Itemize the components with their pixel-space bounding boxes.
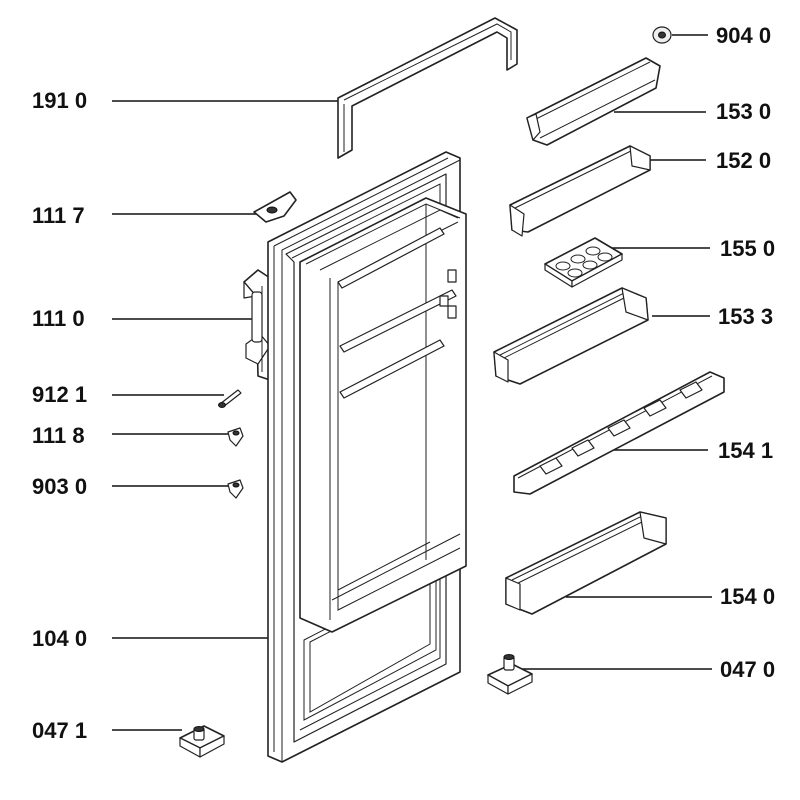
top-trim-gasket [337, 17, 518, 159]
label-153-0: 153 0 [716, 99, 771, 124]
nut-904-0 [652, 26, 672, 44]
label-191-0: 191 0 [32, 88, 87, 113]
label-111-0: 111 0 [32, 306, 85, 331]
label-152-0: 152 0 [716, 148, 771, 173]
label-904-0: 904 0 [716, 23, 771, 48]
clip-111-8 [227, 427, 244, 447]
label-153-3: 153 3 [718, 304, 773, 329]
hinge-047-1 [179, 725, 225, 758]
screw-912-1 [218, 389, 242, 408]
label-047-0: 047 0 [720, 657, 775, 682]
label-903-0: 903 0 [32, 474, 87, 499]
lid-tray-153-0 [526, 57, 661, 146]
shelf-152-0 [509, 145, 651, 237]
shelf-153-3 [493, 287, 649, 385]
label-047-1: 047 1 [32, 718, 87, 743]
door-104-0 [267, 151, 467, 763]
clip-903-0 [227, 479, 244, 499]
label-154-0: 154 0 [720, 584, 775, 609]
leader-lines [112, 34, 712, 731]
label-155-0: 155 0 [720, 236, 775, 261]
rack-154-1 [513, 371, 725, 495]
label-111-7: 111 7 [32, 203, 85, 228]
label-154-1: 154 1 [718, 438, 773, 463]
handle-cap-111-7 [253, 191, 297, 223]
hinge-047-0 [487, 654, 533, 695]
handle-111-0 [243, 269, 271, 381]
egg-tray-155-0 [544, 237, 623, 288]
label-912-1: 912 1 [32, 382, 87, 407]
bottle-shelf-154-0 [505, 511, 667, 615]
label-104-0: 104 0 [32, 626, 87, 651]
label-111-8: 111 8 [32, 423, 85, 448]
